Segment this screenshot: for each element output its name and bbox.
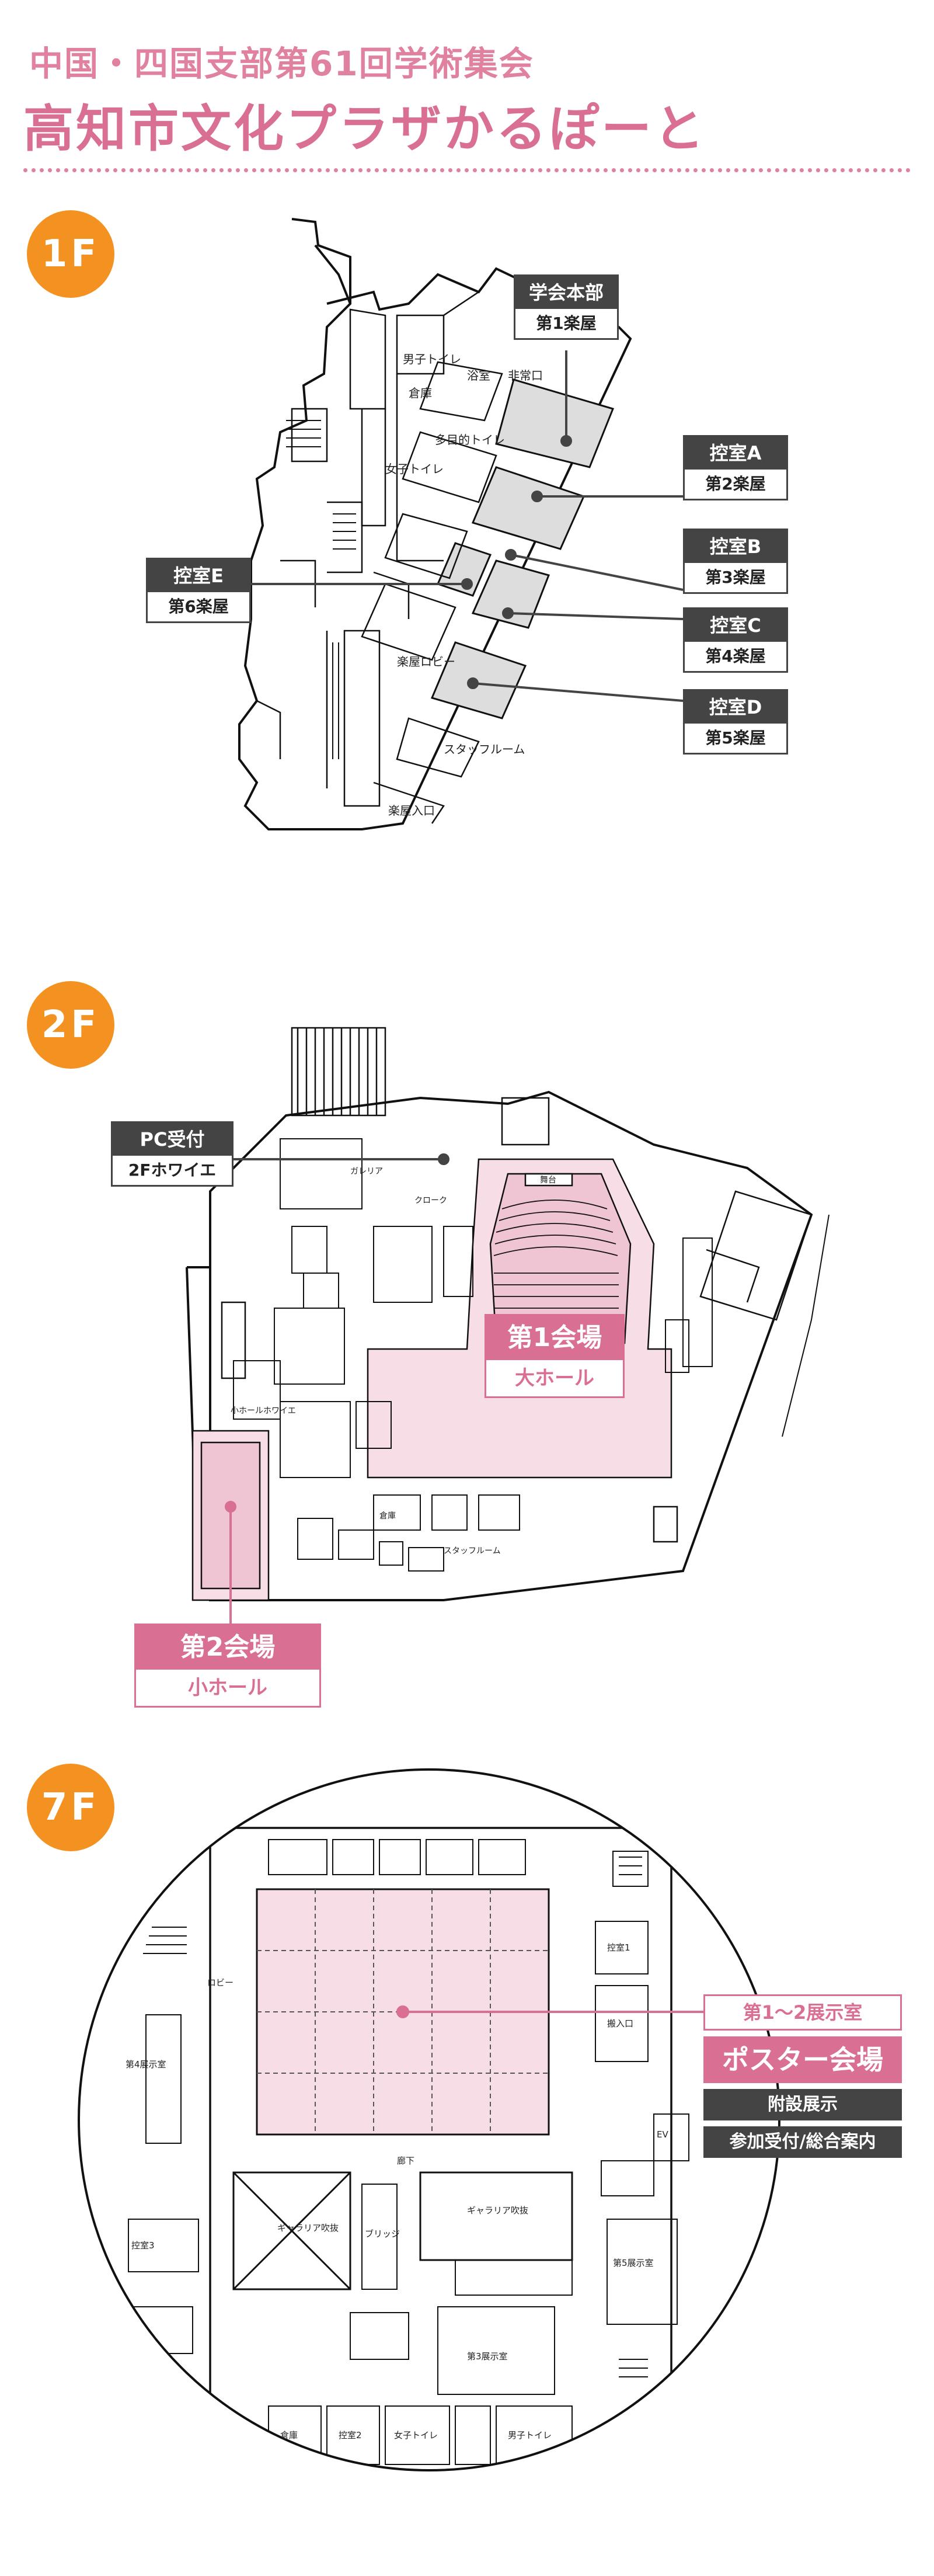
map-text-shower: 浴室: [467, 369, 490, 383]
label-room-d-title: 控室D: [685, 691, 786, 724]
map-text-entrance: 楽屋入口: [388, 804, 435, 818]
label-room-b-sub: 第3楽屋: [705, 568, 766, 587]
map-text-ev: EV: [657, 2129, 668, 2140]
label-exhibition: 附設展示: [703, 2089, 902, 2120]
label-hall-1-sub: 大ホール: [515, 1367, 594, 1390]
label-pc-reception: PC受付 2Fホワイエ: [111, 1121, 234, 1187]
label-pc-reception-title: PC受付: [113, 1123, 232, 1156]
map-text-lobby-small: 小ホールホワイエ: [231, 1406, 296, 1416]
label-hall-1-title: 第1会場: [486, 1316, 623, 1360]
label-room-a-sub: 第2楽屋: [705, 474, 766, 493]
floor-badge-1f: 1F: [27, 210, 114, 298]
event-title: 中国・四国支部第61回学術集会: [29, 44, 534, 84]
map-text-multi: 多目的トイレ: [435, 433, 505, 447]
label-room-c: 控室C 第4楽屋: [683, 607, 788, 673]
map-text-corridor: 廊下: [397, 2156, 414, 2166]
map-text-stage: 舞台: [540, 1176, 556, 1185]
map-text-lobby: 楽屋ロビー: [397, 655, 455, 669]
label-room-e-title: 控室E: [148, 559, 249, 592]
map-text-gallery-dome: ギャラリア吹抜: [277, 2223, 339, 2233]
map-text-stock: 搬入口: [607, 2018, 633, 2029]
label-hall-2-title: 第2会場: [136, 1625, 319, 1670]
floor-badge-2f: 2F: [27, 981, 114, 1069]
map-text-exhibit4: 第4展示室: [126, 2059, 166, 2070]
map-text-women-7f: 女子トイレ: [394, 2430, 438, 2441]
map-text-storage: 倉庫: [379, 1511, 396, 1521]
map-text-control2: 控室2: [339, 2430, 362, 2441]
label-room-e-sub: 第6楽屋: [168, 597, 229, 616]
map-text-men: 男子トイレ: [403, 352, 461, 366]
map-text-control3: 控室3: [131, 2240, 155, 2251]
label-poster-venue: ポスター会場: [703, 2036, 902, 2083]
map-text-control1: 控室1: [607, 1942, 630, 1953]
label-room-a: 控室A 第2楽屋: [683, 435, 788, 500]
map-text-staff-2f: スタッフルーム: [444, 1546, 501, 1556]
label-room-b-title: 控室B: [685, 530, 786, 563]
label-hq: 学会本部 第1楽屋: [514, 274, 619, 340]
floor-badge-7f: 7F: [27, 1764, 114, 1851]
venue-title: 高知市文化プラザかるぽーと: [23, 100, 706, 158]
label-room-e: 控室E 第6楽屋: [146, 558, 251, 623]
label-hall-1: 第1会場 大ホール: [485, 1314, 625, 1398]
map-text-gallery-void2: ギャラリア吹抜: [467, 2205, 528, 2216]
label-room-c-title: 控室C: [685, 609, 786, 642]
label-hq-title: 学会本部: [515, 276, 617, 309]
map-text-lobby-7f: ロビー: [207, 1977, 234, 1988]
map-text-warehouse-7f: 倉庫: [280, 2430, 298, 2441]
map-text-staff: スタッフルーム: [444, 742, 525, 756]
map-text-women: 女子トイレ: [385, 462, 444, 476]
label-hq-sub: 第1楽屋: [536, 314, 597, 333]
map-text-men-7f: 男子トイレ: [508, 2430, 552, 2441]
label-hall-2-sub: 小ホール: [188, 1676, 267, 1699]
label-room-d: 控室D 第5楽屋: [683, 689, 788, 755]
map-text-cloak: クローク: [414, 1196, 447, 1205]
label-room-d-sub: 第5楽屋: [705, 728, 766, 748]
label-hall-2: 第2会場 小ホール: [134, 1624, 321, 1708]
map-text-warehouse: 倉庫: [409, 386, 432, 400]
label-room-b: 控室B 第3楽屋: [683, 529, 788, 594]
label-reception: 参加受付/総合案内: [703, 2126, 902, 2158]
map-text-galleria: ガレリア: [350, 1167, 383, 1176]
map-text-bridge: ブリッジ: [365, 2229, 400, 2239]
map-text-emergency: 非常口: [508, 369, 543, 383]
map-text-exhibit3: 第3展示室: [467, 2351, 508, 2362]
label-pc-reception-sub: 2Fホワイエ: [128, 1160, 217, 1180]
label-room-a-title: 控室A: [685, 437, 786, 470]
label-room-c-sub: 第4楽屋: [705, 646, 766, 666]
map-text-exhibit5: 第5展示室: [613, 2258, 654, 2268]
header-divider: [23, 168, 911, 172]
label-exhibit-rooms: 第1〜2展示室: [703, 1994, 902, 2031]
